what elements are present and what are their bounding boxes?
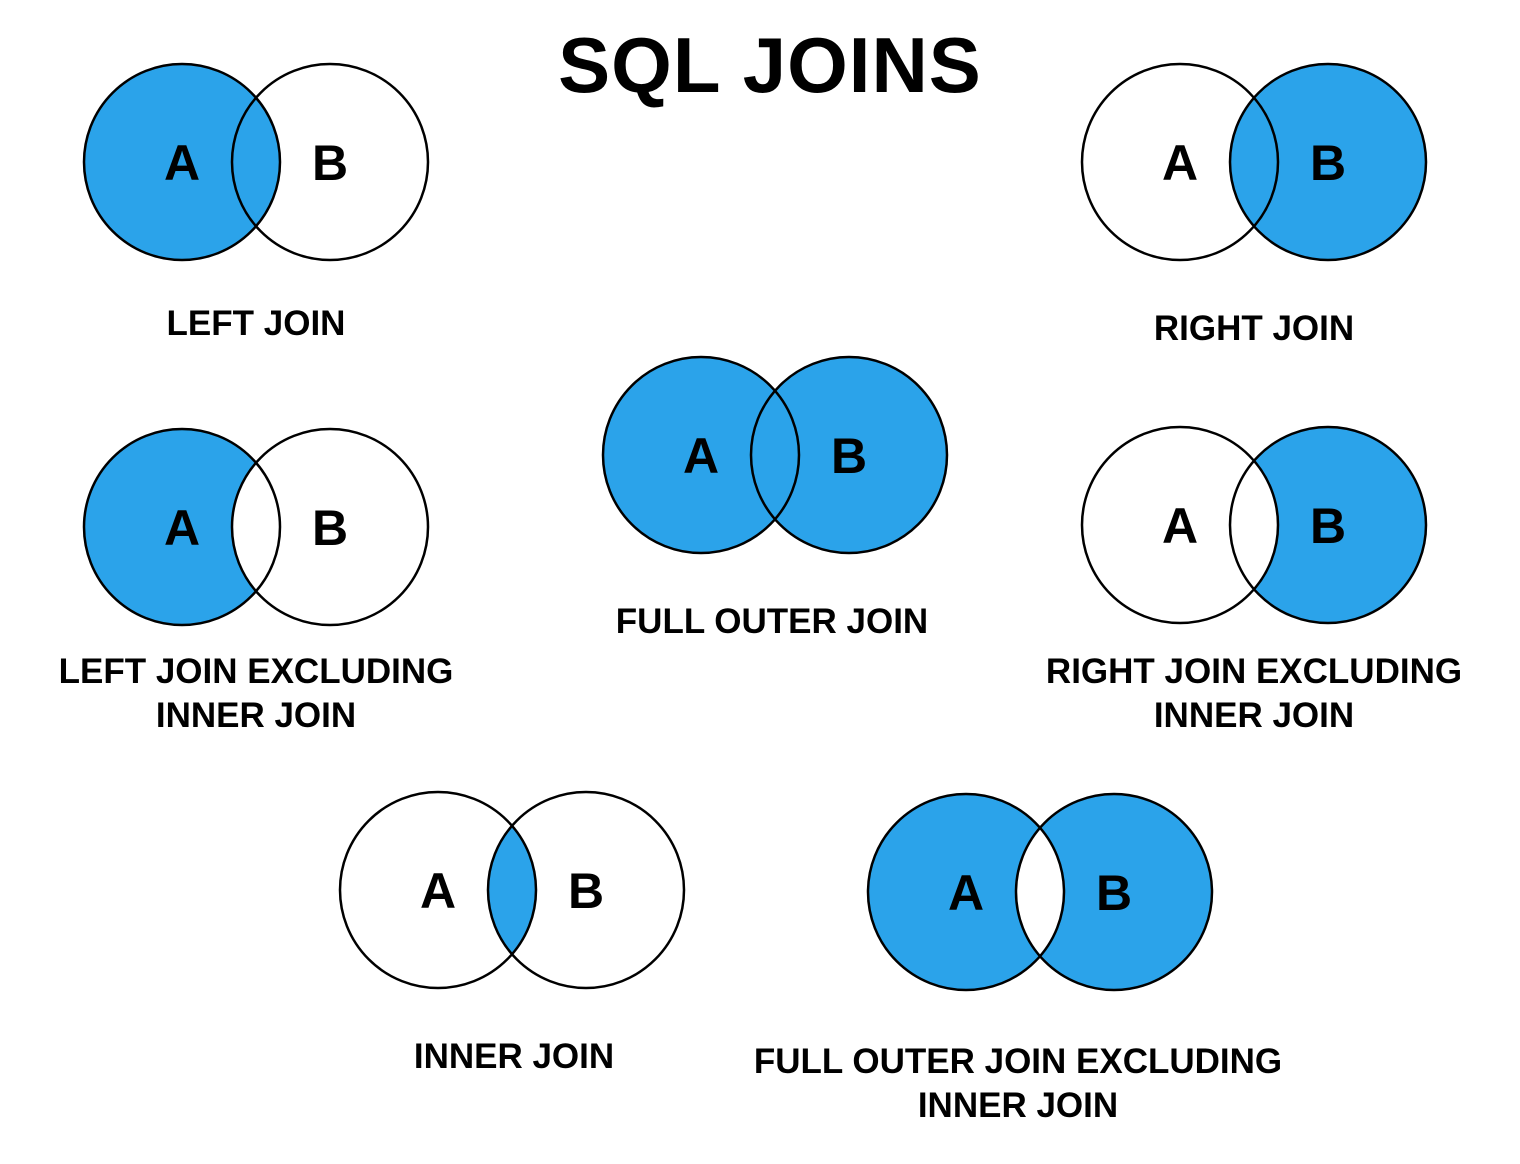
set-b-label: B bbox=[1310, 498, 1346, 554]
left-join-excluding-inner-join-caption: LEFT JOIN EXCLUDING INNER JOIN bbox=[59, 650, 454, 738]
caption-line: LEFT JOIN EXCLUDING bbox=[58, 652, 454, 691]
venn-shapes bbox=[1080, 425, 1428, 625]
inner-join-diagram: A B bbox=[300, 768, 724, 1012]
set-a-label: A bbox=[420, 863, 456, 919]
inner-join-venn: A B bbox=[338, 790, 686, 990]
caption-line: INNER JOIN bbox=[917, 1086, 1119, 1125]
caption-line: RIGHT JOIN EXCLUDING bbox=[1045, 652, 1463, 691]
venn-shapes bbox=[338, 790, 686, 990]
caption-line: FULL OUTER JOIN EXCLUDING bbox=[753, 1042, 1283, 1081]
caption-line: RIGHT JOIN bbox=[1153, 309, 1355, 348]
caption-line: INNER JOIN bbox=[155, 696, 357, 735]
left-join-diagram: A B bbox=[44, 40, 468, 284]
venn-shapes bbox=[82, 427, 430, 627]
full-outer-join-venn: A B bbox=[601, 355, 949, 555]
left-join-venn: A B bbox=[82, 62, 430, 262]
set-a-label: A bbox=[948, 865, 984, 921]
venn-shapes bbox=[1080, 62, 1428, 262]
page-title: SQL JOINS bbox=[558, 21, 982, 109]
set-a-label: A bbox=[1162, 498, 1198, 554]
right-join-caption: RIGHT JOIN bbox=[1154, 307, 1354, 351]
caption-line: INNER JOIN bbox=[1153, 696, 1355, 735]
caption-line: FULL OUTER JOIN bbox=[615, 602, 929, 641]
set-a-label: A bbox=[164, 500, 200, 556]
right-join-excluding-inner-join-caption: RIGHT JOIN EXCLUDING INNER JOIN bbox=[1046, 650, 1462, 738]
set-a-label: A bbox=[683, 428, 719, 484]
full-outer-join-excluding-inner-join-caption: FULL OUTER JOIN EXCLUDING INNER JOIN bbox=[754, 1040, 1282, 1128]
set-b-label: B bbox=[1310, 135, 1346, 191]
right-join-excluding-inner-join-venn: A B bbox=[1080, 425, 1428, 625]
caption-line: INNER JOIN bbox=[413, 1037, 615, 1076]
right-join-diagram: A B bbox=[1042, 40, 1466, 284]
venn-shapes bbox=[82, 62, 430, 262]
inner-join-caption: INNER JOIN bbox=[414, 1035, 614, 1079]
set-b-label: B bbox=[312, 135, 348, 191]
venn-shapes bbox=[601, 355, 949, 555]
set-b-label: B bbox=[831, 428, 867, 484]
right-join-excluding-inner-join-diagram: A B bbox=[1042, 403, 1466, 647]
full-outer-join-excluding-inner-join-venn: A B bbox=[866, 792, 1214, 992]
full-outer-join-excluding-inner-join-diagram: A B bbox=[828, 770, 1252, 1014]
set-b-label: B bbox=[1096, 865, 1132, 921]
full-outer-join-diagram: A B bbox=[563, 333, 987, 577]
right-join-venn: A B bbox=[1080, 62, 1428, 262]
venn-shapes bbox=[866, 792, 1214, 992]
set-b-label: B bbox=[568, 863, 604, 919]
set-b-label: B bbox=[312, 500, 348, 556]
set-a-label: A bbox=[164, 135, 200, 191]
left-join-excluding-inner-join-diagram: A B bbox=[44, 405, 468, 649]
set-a-label: A bbox=[1162, 135, 1198, 191]
full-outer-join-caption: FULL OUTER JOIN bbox=[616, 600, 928, 644]
left-join-caption: LEFT JOIN bbox=[167, 302, 346, 346]
caption-line: LEFT JOIN bbox=[166, 304, 346, 343]
left-join-excluding-inner-join-venn: A B bbox=[82, 427, 430, 627]
